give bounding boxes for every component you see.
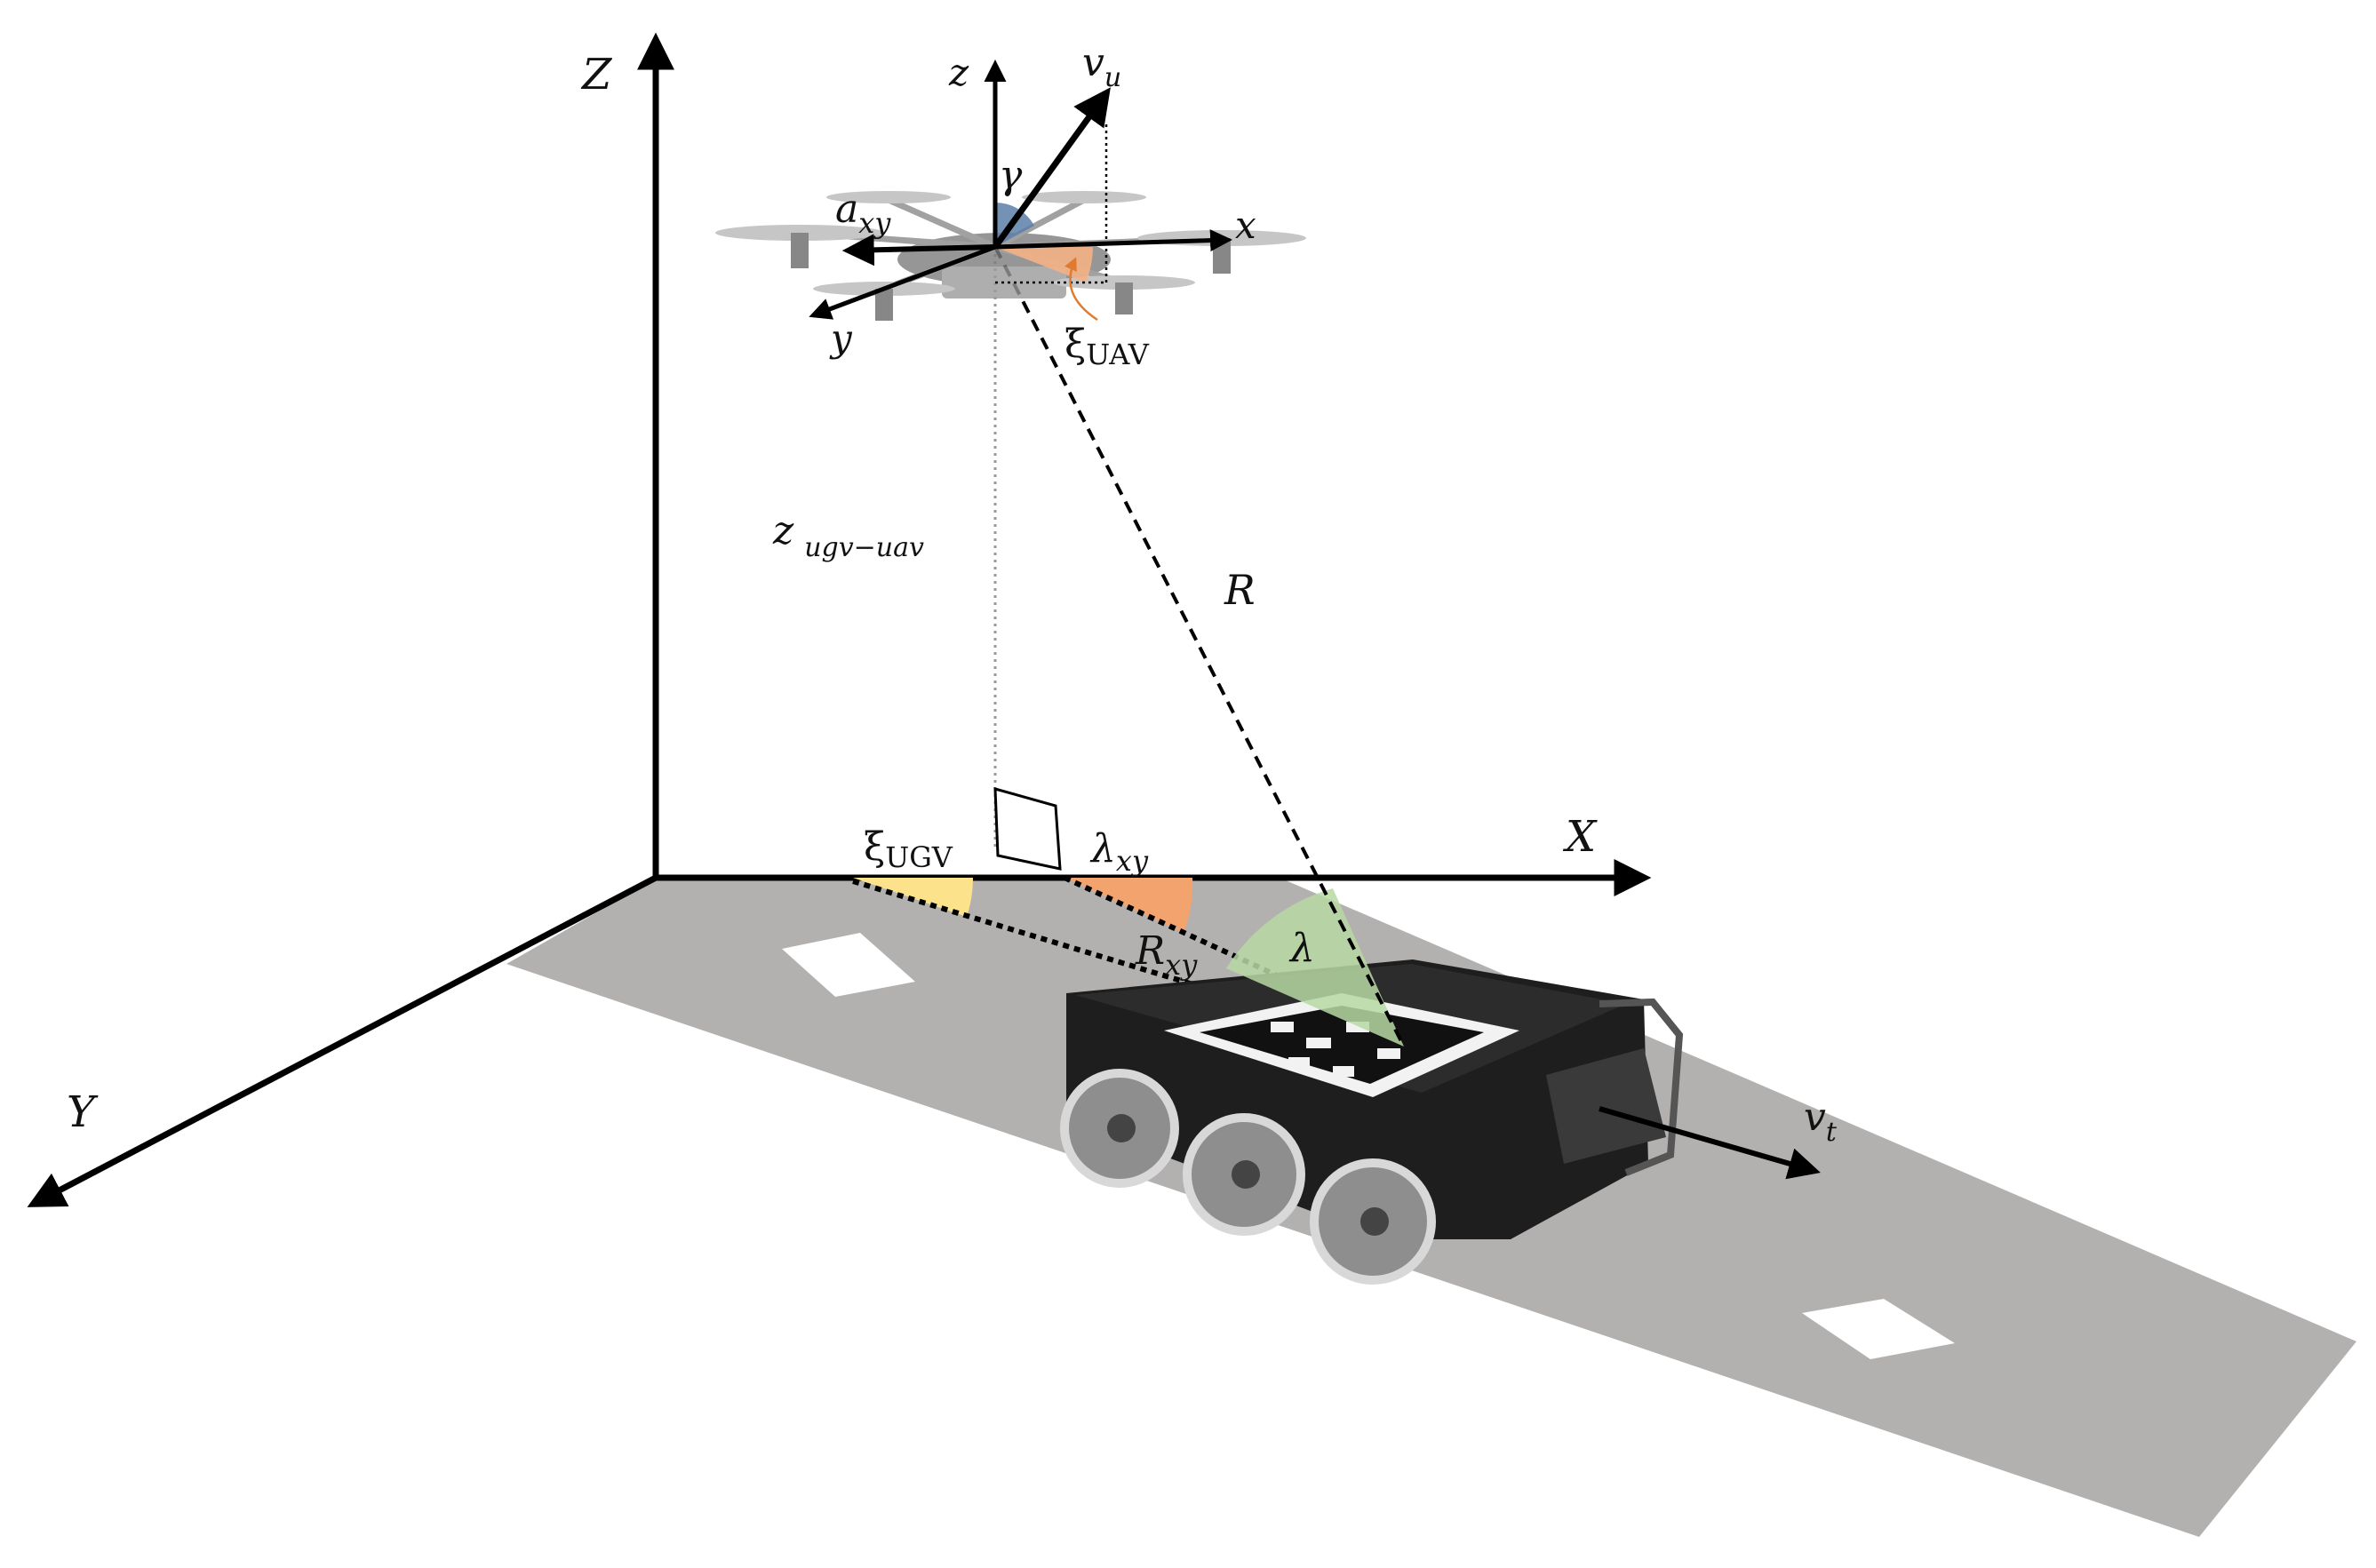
uav-axes: [809, 60, 1232, 320]
lambda-angle-sector: [1226, 888, 1404, 1047]
v-u-label: vu: [1082, 40, 1121, 93]
v-t-label: vt: [1804, 1094, 1838, 1148]
xi-uav-pointer: [1064, 257, 1098, 322]
lane-marking: [1802, 1299, 1955, 1359]
world-axis-y-label: Y: [67, 1087, 99, 1137]
xi-uav-label: ξUAV: [1064, 322, 1150, 371]
lambda-xy-label: λxy: [1089, 826, 1149, 878]
a-xy-label: axy: [835, 187, 891, 240]
r-range-line: [993, 246, 1406, 1047]
xi-uav-angle-sector: [995, 247, 1093, 283]
gamma-label: γ: [999, 153, 1023, 198]
ugv-vehicle: [1060, 959, 1684, 1285]
v-t-arrow: [1599, 1106, 1821, 1180]
uav-axis-z-label: z: [948, 51, 969, 94]
v-u-arrow: [993, 87, 1111, 250]
r-xy-label: Rxy: [1135, 928, 1198, 982]
lambda-label: λ: [1288, 926, 1315, 971]
lane-marking: [782, 933, 915, 997]
r-label: R: [1224, 566, 1256, 614]
a-xy-arrow: [841, 234, 996, 267]
world-axis-x-label: X: [1562, 812, 1598, 862]
uav-axis-x-label: x: [1235, 203, 1256, 247]
world-axis-z-label: Z: [580, 50, 613, 99]
right-angle-marker: [993, 787, 1062, 871]
uav-axis-y-label: y: [829, 316, 853, 360]
xi-ugv-label: ξUGV: [864, 824, 953, 874]
